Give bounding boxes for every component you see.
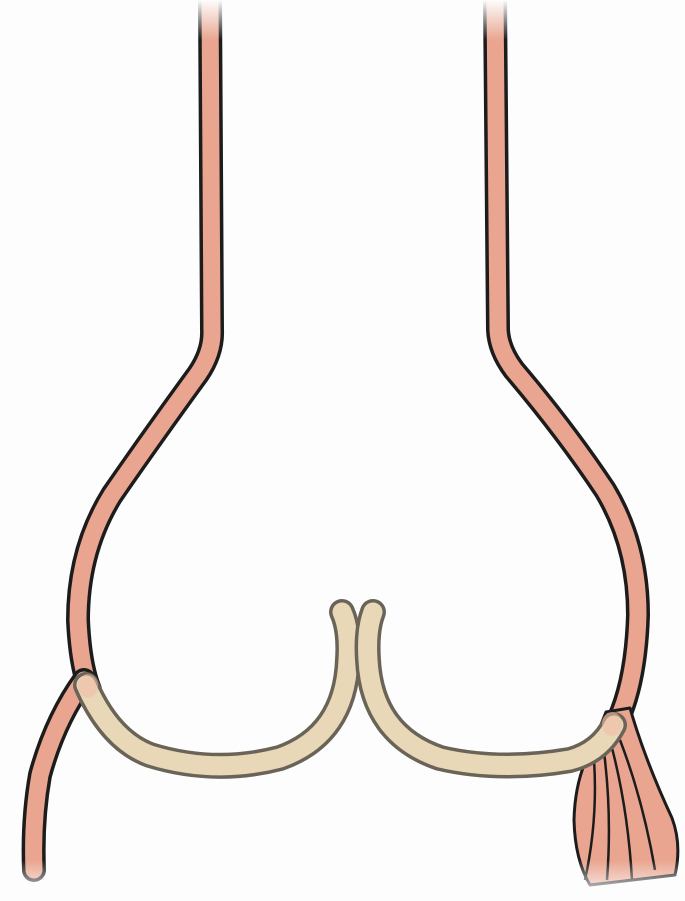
left-lower-branch: [34, 680, 84, 870]
right-fibrous-bundle: [574, 708, 678, 885]
right-cartilage-arc: [368, 612, 614, 766]
bottom-fade: [0, 860, 685, 901]
left-esophagus-wall: [78, 0, 212, 690]
left-cartilage-arc: [86, 612, 348, 766]
top-fade: [0, 0, 685, 40]
right-esophagus-wall: [495, 0, 638, 720]
